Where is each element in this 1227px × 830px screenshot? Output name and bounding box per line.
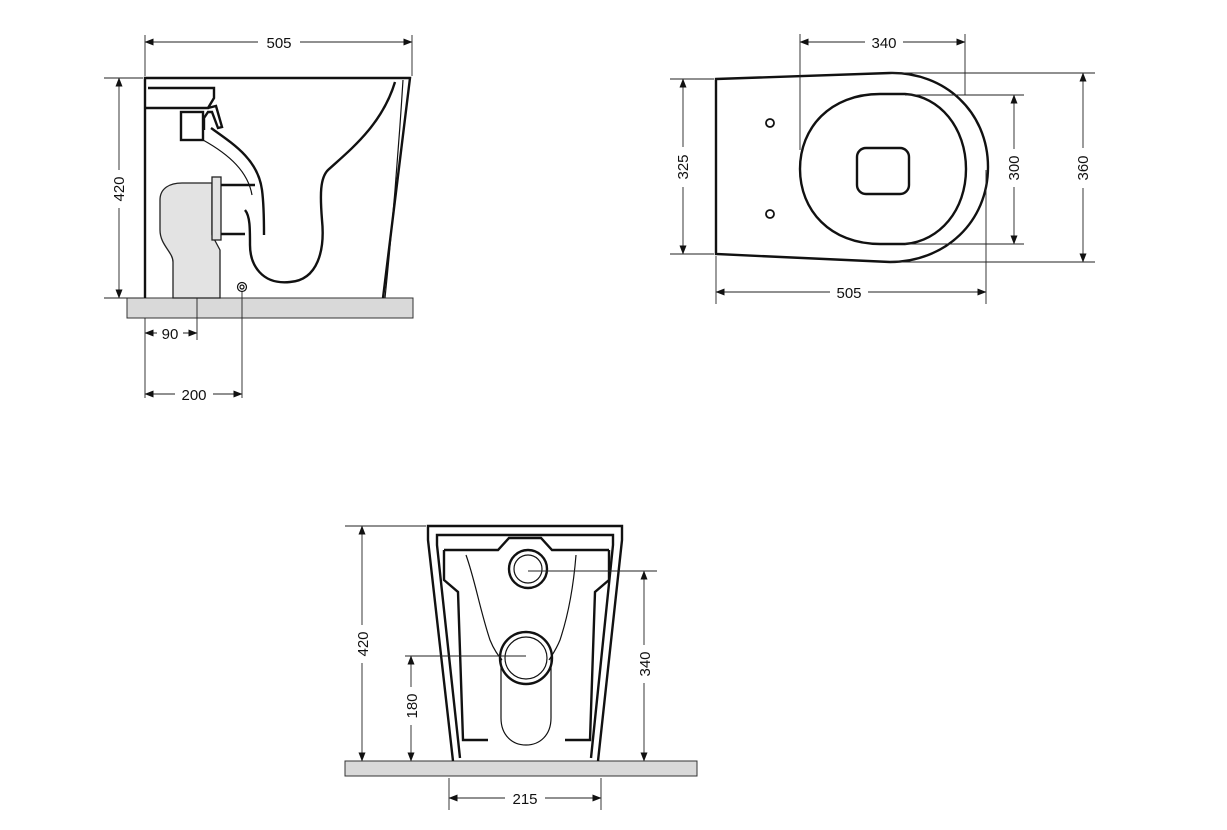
side-body-face <box>384 79 404 299</box>
rear-outlet-slot <box>500 658 552 746</box>
label-outlet-height: 180 <box>404 693 421 718</box>
label-total-width: 360 <box>1075 155 1092 180</box>
rear-view: 420 340 180 215 <box>344 524 698 810</box>
side-outlet-pipe <box>159 182 221 299</box>
side-inlet-spout <box>202 104 224 130</box>
rear-floor <box>344 760 698 777</box>
side-outlet-collar <box>211 176 222 241</box>
rear-inlet-inner <box>513 554 543 584</box>
label-rim-width: 340 <box>871 35 896 52</box>
label-fixing-offset: 200 <box>181 387 206 404</box>
side-inlet-channel <box>210 127 266 236</box>
side-outlet-socket <box>221 183 255 236</box>
side-inlet-box <box>179 110 205 142</box>
top-bowl-opening <box>855 146 911 196</box>
rear-cavity <box>442 536 611 742</box>
rear-trap-left <box>465 554 503 661</box>
top-view: 340 325 300 360 505 <box>670 33 1095 304</box>
top-fixing-hole-lower <box>765 209 775 219</box>
label-seat-width: 300 <box>1006 155 1023 180</box>
side-floor <box>126 297 414 319</box>
top-fixing-hole-upper <box>765 118 775 128</box>
label-top-length: 505 <box>836 285 861 302</box>
label-side-width: 505 <box>266 35 291 52</box>
top-body-outline <box>714 71 990 264</box>
label-rear-height: 420 <box>355 631 372 656</box>
label-outlet-offset: 90 <box>162 326 179 343</box>
side-body-outline <box>143 76 412 299</box>
side-fixing-hole-inner <box>239 284 245 290</box>
side-inlet-channel-inner <box>202 139 253 196</box>
side-view: 505 420 90 200 <box>104 33 414 404</box>
side-bowl-curve <box>244 81 397 284</box>
rear-inlet-outer <box>507 548 549 590</box>
label-rear-base-width: 215 <box>512 791 537 808</box>
rear-outlet-outer <box>498 630 554 686</box>
top-seat-ring <box>798 92 968 246</box>
rear-outlet-inner <box>504 636 548 680</box>
label-inlet-height: 340 <box>637 651 654 676</box>
label-back-width: 325 <box>675 154 692 179</box>
side-fixing-hole <box>236 281 248 293</box>
side-flush-inlet <box>145 86 216 110</box>
label-side-height: 420 <box>111 176 128 201</box>
rear-outer-shell <box>426 524 624 762</box>
